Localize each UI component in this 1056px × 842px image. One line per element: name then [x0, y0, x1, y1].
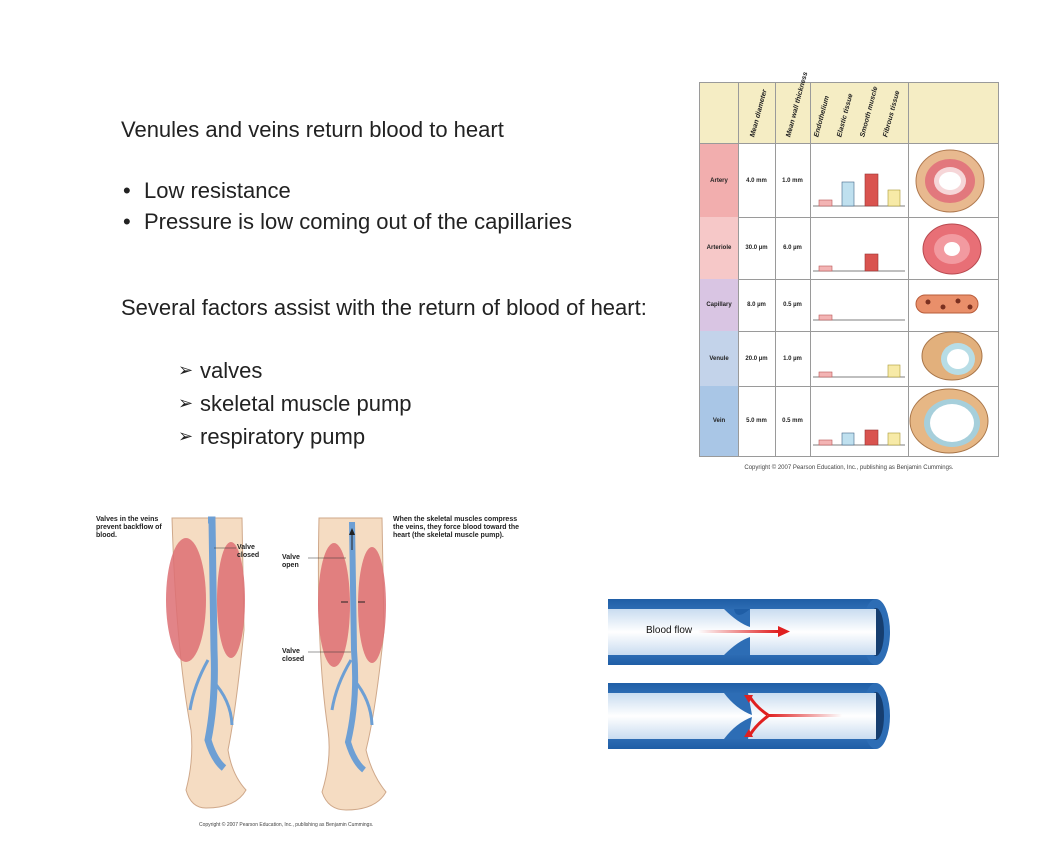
bullet-item: • Pressure is low coming out of the capil…: [121, 206, 572, 237]
table-divider: [810, 83, 811, 456]
slide-heading: Venules and veins return blood to heart: [121, 117, 504, 142]
vessel-table-header: [700, 83, 998, 144]
venule-bars: [813, 364, 905, 378]
table-divider: [908, 83, 909, 456]
factors-list: ➢ valves ➢ skeletal muscle pump ➢ respirato…: [178, 354, 412, 453]
factor-item: ➢ valves: [178, 354, 412, 387]
row-diameter: 20.0 µm: [745, 355, 768, 362]
valve-open-label: Valve open: [282, 554, 300, 569]
row-label: Arteriole: [700, 217, 738, 279]
table-divider: [775, 83, 776, 456]
row-diameter: 30.0 µm: [745, 245, 768, 251]
factor-text: skeletal muscle pump: [200, 391, 412, 416]
valve-closed-label: Valve closed: [282, 648, 305, 663]
bullet-text: Low resistance: [144, 178, 291, 203]
row-label: Capillary: [700, 279, 738, 331]
table-row: Venule 20.0 µm 1.0 µm: [700, 331, 998, 387]
row-wall: 1.0 µm: [783, 355, 802, 362]
row-wall: 1.0 mm: [782, 177, 803, 184]
row-diameter: 5.0 mm: [746, 418, 767, 424]
right-leg: [317, 517, 387, 811]
bullet-list: • Low resistance • Pressure is low coming …: [121, 175, 572, 237]
valve-closed-label: Valve closed: [237, 544, 260, 559]
leg-figure: Valves in the veins prevent backflow of …: [96, 510, 528, 830]
closed-valve-vessel: [608, 683, 890, 749]
valves-note: Valves in the veins prevent backflow of …: [96, 516, 162, 539]
bullet-dot-icon: •: [123, 178, 131, 203]
tissue-bars: [813, 149, 989, 454]
bullet-item: • Low resistance: [121, 175, 572, 206]
factor-text: respiratory pump: [200, 424, 366, 449]
bullet-dot-icon: •: [123, 209, 131, 234]
muscle-pump-note: When the skeletal muscles compress the v…: [393, 516, 520, 539]
bullet-text: Pressure is low coming out of the capill…: [144, 209, 572, 234]
capillary-illustration: [915, 294, 979, 314]
row-wall: 6.0 µm: [783, 245, 802, 251]
table-divider: [738, 83, 739, 456]
factor-item: ➢ skeletal muscle pump: [178, 387, 412, 420]
vein-illustration: [909, 388, 989, 454]
vessel-table: Mean diameter Mean wall thickness Endoth…: [699, 71, 999, 457]
arrow-bullet-icon: ➢: [178, 360, 194, 380]
factor-text: valves: [200, 358, 263, 383]
table-row: Capillary 8.0 µm 0.5 µm: [700, 279, 998, 332]
capillary-bars: [813, 314, 905, 321]
arteriole-bars: [813, 253, 905, 272]
open-valve-vessel: [608, 599, 890, 665]
vein-bars: [813, 429, 905, 446]
vessel-table-copyright: Copyright © 2007 Pearson Education, Inc.…: [744, 465, 954, 471]
row-label: Artery: [700, 144, 738, 217]
factor-item: ➢ respiratory pump: [178, 420, 412, 453]
left-leg: [166, 516, 247, 809]
artery-illustration: [915, 149, 985, 213]
arrow-bullet-icon: ➢: [178, 393, 194, 413]
row-wall: 0.5 mm: [782, 418, 803, 424]
arrow-bullet-icon: ➢: [178, 426, 194, 446]
row-diameter: 4.0 mm: [746, 177, 767, 184]
venule-illustration: [921, 331, 983, 381]
row-wall: 0.5 µm: [783, 302, 802, 308]
arteriole-illustration: [922, 223, 982, 275]
row-label: Vein: [700, 386, 738, 456]
row-diameter: 8.0 µm: [747, 302, 766, 308]
valve-flow-illustration: [608, 599, 890, 749]
leg-illustration: [166, 516, 387, 811]
table-row: Artery 4.0 mm 1.0 mm: [700, 144, 998, 218]
row-label: Venule: [700, 331, 738, 386]
artery-bars: [813, 173, 905, 207]
blood-flow-label: Blood flow: [646, 625, 693, 636]
table-row: Arteriole 30.0 µm 6.0 µm: [700, 217, 998, 280]
leg-figure-copyright: Copyright © 2007 Pearson Education, Inc.…: [199, 822, 374, 828]
factors-intro: Several factors assist with the return o…: [121, 295, 647, 320]
table-row: Vein 5.0 mm 0.5 mm: [700, 386, 998, 456]
